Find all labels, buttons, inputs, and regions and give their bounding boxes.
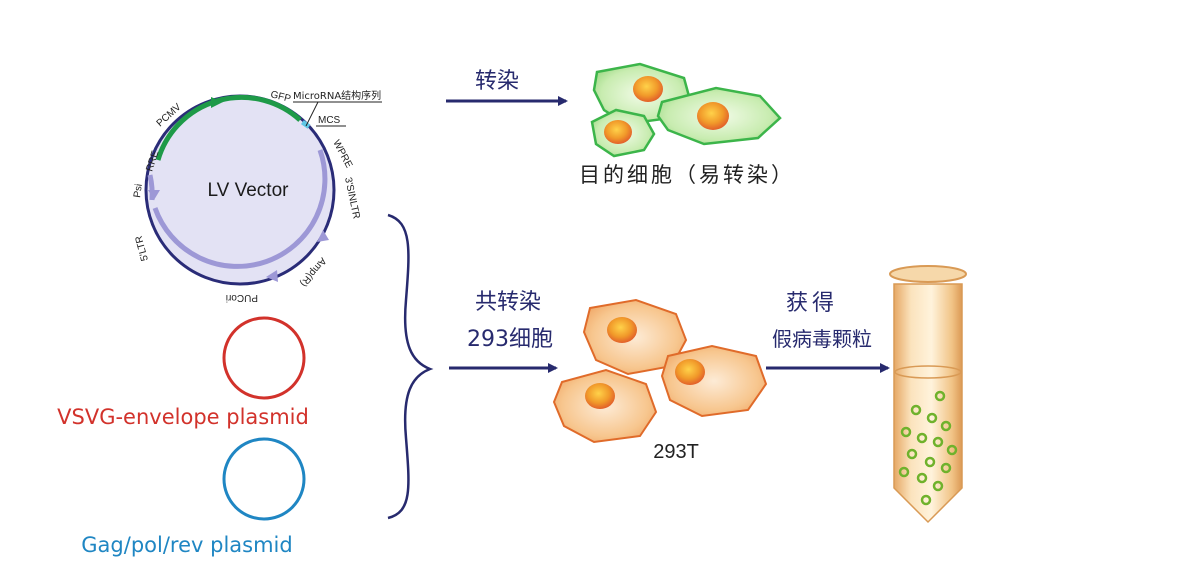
- cell-nucleus: [633, 76, 663, 102]
- cell-line-caption: 293T: [653, 441, 699, 463]
- feature-sinltr: 3'SINLTR: [342, 176, 362, 220]
- virus-particle: [898, 466, 910, 478]
- feature-gfp: GFP: [269, 89, 292, 105]
- virus-particle: [924, 456, 936, 468]
- cell-nucleus: [604, 120, 632, 144]
- virus-particle: [934, 390, 946, 402]
- cotransfect-label: 共转染: [475, 290, 541, 315]
- feature-psi: Psi: [132, 183, 145, 198]
- virus-particle: [916, 432, 928, 444]
- packaging-cells: [552, 298, 768, 444]
- cell-line-label: 293细胞: [467, 327, 553, 352]
- virus-particle: [940, 462, 952, 474]
- vsvg-plasmid: VSVG-envelope plasmid: [57, 316, 309, 429]
- pseudovirus-particles: [898, 390, 958, 506]
- microrna-pointer-line: [305, 101, 319, 127]
- rre-psi-arc: [147, 174, 155, 201]
- target-cell-caption: 目的细胞（易转染）: [579, 163, 795, 187]
- virus-particle: [900, 426, 912, 438]
- virus-particle: [932, 436, 944, 448]
- cell-nucleus: [697, 102, 729, 130]
- feature-wpre: WPRE: [330, 138, 354, 170]
- gag-plasmid: Gag/pol/rev plasmid: [81, 437, 306, 557]
- test-tube: [889, 265, 967, 524]
- ampr-arrow-icon: [266, 270, 278, 282]
- virus-particle: [946, 444, 958, 456]
- vector-center-label: LV Vector: [208, 180, 290, 201]
- virus-particle: [932, 480, 944, 492]
- backbone-arc: [152, 149, 328, 269]
- sinltr-arrow-icon: [317, 230, 329, 242]
- virus-particle: [920, 494, 932, 506]
- ltr5-arrow-icon: [148, 190, 160, 200]
- feature-pucori: PUCori: [226, 292, 258, 303]
- vsvg-plasmid-ring: [222, 316, 306, 400]
- virus-particle: [910, 404, 922, 416]
- virus-particle: [940, 420, 952, 432]
- feature-microrna: MicroRNA结构序列: [293, 89, 381, 102]
- transfect-label: 转染: [475, 69, 519, 94]
- vsvg-plasmid-label: VSVG-envelope plasmid: [57, 405, 309, 429]
- virus-particle: [916, 472, 928, 484]
- feature-5ltr: 5'LTR: [134, 234, 151, 262]
- grouping-brace: [387, 213, 434, 520]
- mcs-marker: [301, 120, 311, 129]
- cell-nucleus: [585, 383, 615, 409]
- tube-body: [893, 283, 963, 524]
- obtain-label: 获得: [786, 291, 838, 316]
- tube-rim: [889, 265, 967, 283]
- cell-nucleus: [607, 317, 637, 343]
- feature-mcs: MCS: [318, 115, 341, 126]
- gag-plasmid-label: Gag/pol/rev plasmid: [81, 533, 292, 557]
- target-cells: [590, 62, 782, 158]
- tube-liquid-surface: [894, 365, 962, 379]
- lv-vector-map: LV Vector GFP MicroRNA结构序列 MCS PCMV RRE …: [132, 89, 382, 303]
- pcmv-arrow-icon: [211, 97, 223, 108]
- pseudovirus-label: 假病毒颗粒: [772, 327, 872, 351]
- virus-particle: [906, 448, 918, 460]
- cell-nucleus: [675, 359, 705, 385]
- virus-particle: [926, 412, 938, 424]
- packaging-cell: [660, 344, 768, 418]
- gag-plasmid-ring: [222, 437, 306, 521]
